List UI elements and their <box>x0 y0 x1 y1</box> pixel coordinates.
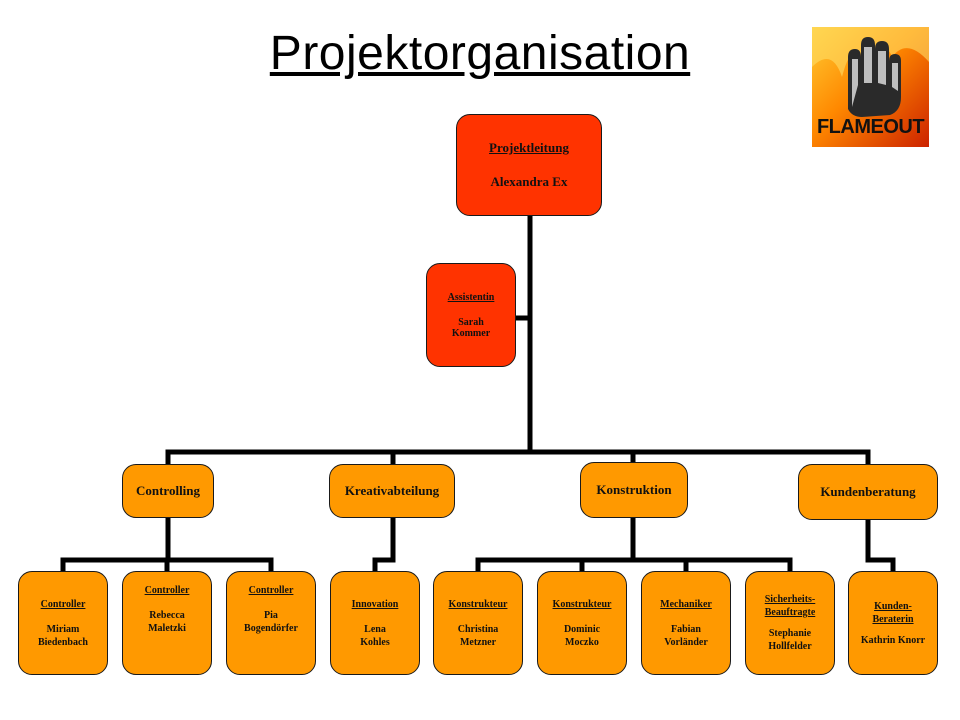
flameout-logo: FLAMEOUT <box>812 27 929 147</box>
member-box: Kunden- Beraterin Kathrin Knorr <box>848 571 938 675</box>
member-box: Konstrukteur Christina Metzner <box>433 571 523 675</box>
member-box: Innovation Lena Kohles <box>330 571 420 675</box>
department-kundenberatung: Kundenberatung <box>798 464 938 520</box>
department-label: Kundenberatung <box>820 484 916 499</box>
member-box: Controller Miriam Biedenbach <box>18 571 108 675</box>
page-title: Projektorganisation <box>269 27 691 80</box>
assistant-role: Assistentin <box>447 291 495 303</box>
assistant-name: Sarah Kommer <box>451 316 491 339</box>
logo-text: FLAMEOUT <box>816 116 925 138</box>
member-box: Controller Rebecca Maletzki <box>122 571 212 675</box>
member-role: Sicherheits- Beauftragte <box>764 594 816 618</box>
member-role: Controller <box>144 585 190 596</box>
department-label: Kreativabteilung <box>344 483 440 498</box>
member-role: Konstrukteur <box>552 598 612 610</box>
member-name: Stephanie Hollfelder <box>768 628 812 652</box>
member-box: Controller Pia Bogendörfer <box>226 571 316 675</box>
department-label: Controlling <box>135 483 201 498</box>
member-box: Sicherheits- Beauftragte Stephanie Hollf… <box>745 571 835 675</box>
member-role: Kunden- Beraterin <box>872 600 914 625</box>
department-kreativabteilung: Kreativabteilung <box>329 464 455 518</box>
member-box: Mechaniker Fabian Vorländer <box>641 571 731 675</box>
member-name: Kathrin Knorr <box>860 634 926 646</box>
member-box: Konstrukteur Dominic Moczko <box>537 571 627 675</box>
department-controlling: Controlling <box>122 464 214 518</box>
leader-box: Projektleitung Alexandra Ex <box>456 114 602 216</box>
member-name: Dominic Moczko <box>563 623 601 648</box>
member-role: Controller <box>248 585 294 596</box>
department-label: Konstruktion <box>596 482 672 497</box>
member-role: Innovation <box>351 598 399 610</box>
member-role: Mechaniker <box>660 598 712 610</box>
raised-hand-icon <box>812 27 929 147</box>
department-konstruktion: Konstruktion <box>580 462 688 518</box>
leader-role: Projektleitung <box>489 140 569 155</box>
member-name: Fabian Vorländer <box>664 623 708 648</box>
member-name: Miriam Biedenbach <box>37 623 88 648</box>
assistant-box: Assistentin Sarah Kommer <box>426 263 516 367</box>
member-role: Controller <box>40 598 86 610</box>
member-name: Pia Bogendörfer <box>244 610 298 634</box>
leader-name: Alexandra Ex <box>490 174 568 189</box>
member-name: Lena Kohles <box>360 623 390 648</box>
member-name: Christina Metzner <box>457 623 499 648</box>
member-role: Konstrukteur <box>448 598 508 610</box>
member-name: Rebecca Maletzki <box>148 610 186 634</box>
